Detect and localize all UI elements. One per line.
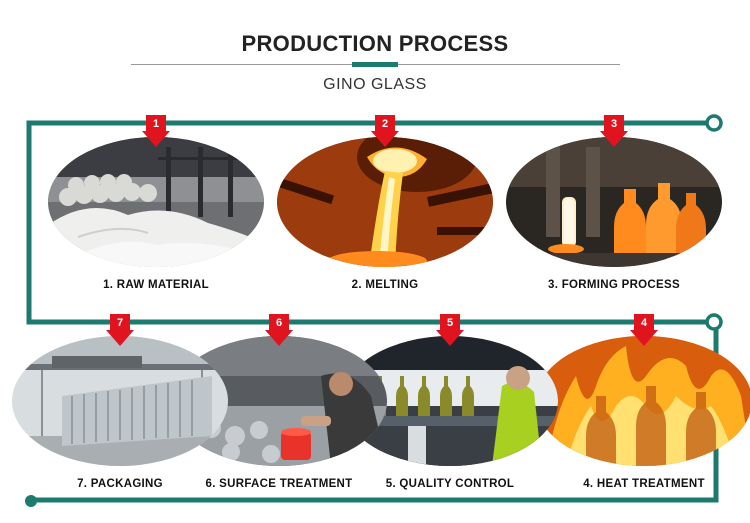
step-5-number: 5 bbox=[446, 317, 454, 329]
step-5-marker: 5 bbox=[436, 314, 464, 346]
melting-photo bbox=[277, 137, 493, 267]
step-1-label: 1. RAW MATERIAL bbox=[103, 279, 209, 291]
step-raw-material: 1 1. RAW MATERIAL bbox=[48, 115, 264, 305]
step-3-marker: 3 bbox=[600, 115, 628, 147]
step-heat-treatment: 4 4. HEAT TREATMENT bbox=[536, 314, 750, 504]
step-4-marker: 4 bbox=[630, 314, 658, 346]
step-7-label: 7. PACKAGING bbox=[77, 478, 163, 490]
step-quality-control: 5 5. QUALITY CONTROL bbox=[342, 314, 558, 504]
title-divider-accent bbox=[352, 62, 398, 67]
step-melting: 2 2. MELTING bbox=[277, 115, 493, 305]
step-3-label: 3. FORMING PROCESS bbox=[548, 279, 680, 291]
packaging-photo bbox=[12, 336, 228, 466]
company-name: GINO GLASS bbox=[323, 76, 427, 93]
flow-end-node bbox=[25, 495, 37, 507]
step-packaging: 7 7. PACKAGING bbox=[12, 314, 228, 504]
step-1-number: 1 bbox=[152, 118, 160, 130]
step-6-label: 6. SURFACE TREATMENT bbox=[205, 478, 353, 490]
step-2-number: 2 bbox=[381, 118, 389, 130]
page-title: PRODUCTION PROCESS bbox=[241, 31, 509, 56]
step-2-label: 2. MELTING bbox=[351, 279, 419, 291]
step-4-number: 4 bbox=[640, 317, 648, 329]
flow-start-node bbox=[705, 114, 723, 132]
step-2-marker: 2 bbox=[371, 115, 399, 147]
step-4-label: 4. HEAT TREATMENT bbox=[583, 478, 705, 490]
step-5-label: 5. QUALITY CONTROL bbox=[385, 478, 515, 490]
step-6-number: 6 bbox=[275, 317, 283, 329]
heat-treatment-photo bbox=[536, 336, 750, 466]
flow-mid-node bbox=[705, 313, 723, 331]
raw-material-photo bbox=[48, 137, 264, 267]
step-6-marker: 6 bbox=[265, 314, 293, 346]
step-3-number: 3 bbox=[610, 118, 618, 130]
step-forming-process: 3 3. FORMING PROCESS bbox=[506, 115, 722, 305]
step-7-number: 7 bbox=[116, 317, 124, 329]
step-1-marker: 1 bbox=[142, 115, 170, 147]
step-7-marker: 7 bbox=[106, 314, 134, 346]
forming-process-photo bbox=[506, 137, 722, 267]
